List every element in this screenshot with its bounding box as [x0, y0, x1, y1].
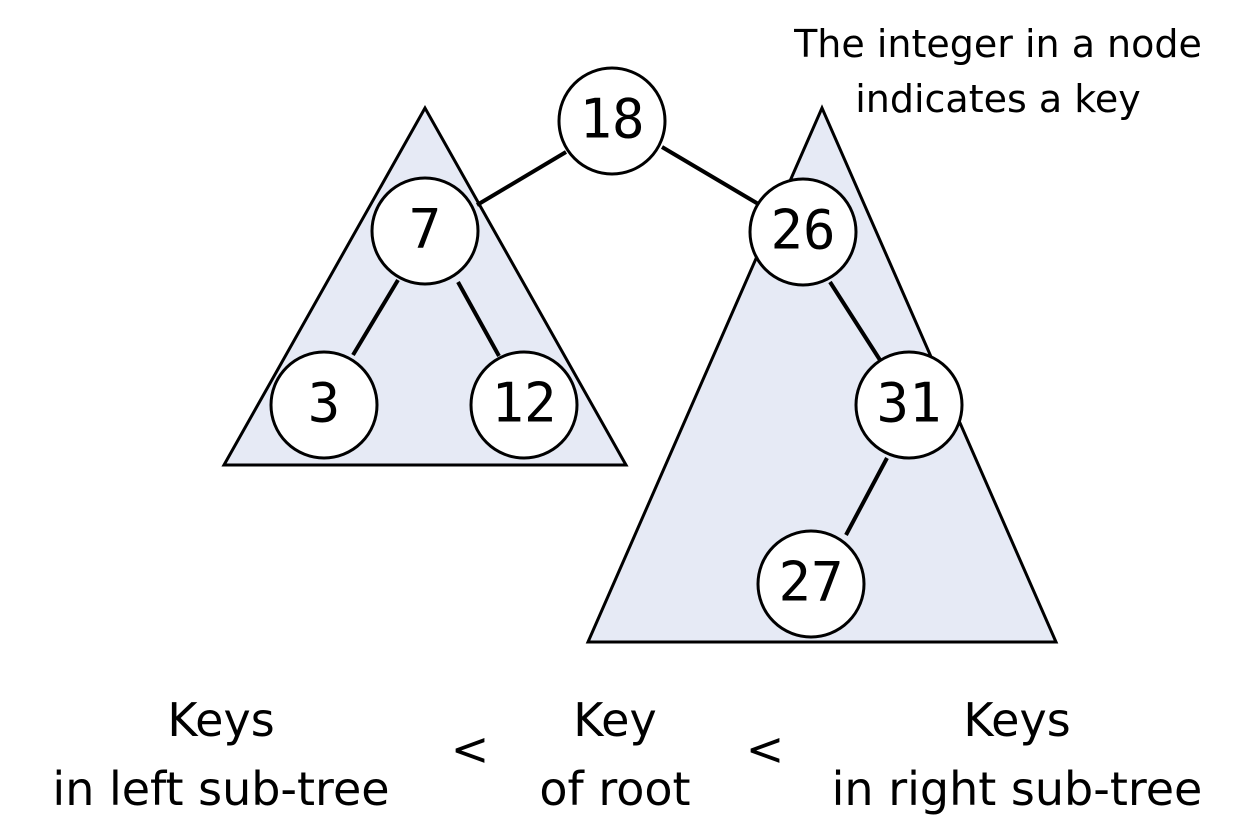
- caption-right-line-1: Keys: [963, 693, 1070, 747]
- edge-26-31: [828, 280, 882, 362]
- edge-18-7: [475, 150, 568, 207]
- node-12-circle: [469, 350, 579, 460]
- caption-right-line-2: in right sub-tree: [832, 762, 1203, 816]
- node-18: 18: [557, 66, 667, 176]
- node-31: 31: [854, 350, 964, 460]
- note-line-2: indicates a key: [855, 77, 1141, 121]
- edge-31-27: [844, 457, 889, 536]
- caption-left-line-1: Keys: [167, 693, 274, 747]
- caption-mid-line-2: of root: [539, 762, 690, 816]
- node-31-circle: [854, 350, 964, 460]
- node-12: 12: [469, 350, 579, 460]
- node-31-key: 31: [876, 372, 941, 435]
- node-7-key: 7: [409, 198, 442, 261]
- edge-7-3: [351, 278, 400, 357]
- edge-18-26: [660, 145, 762, 207]
- node-7: 7: [370, 176, 480, 286]
- caption-mid-line-1: Key: [573, 693, 656, 747]
- note-line-1: The integer in a node: [793, 22, 1202, 66]
- node-3: 3: [269, 350, 379, 460]
- less-than-1: <: [451, 722, 490, 776]
- less-than-2: <: [746, 722, 785, 776]
- edge-7-12: [456, 281, 501, 357]
- caption-left-line-2: in left sub-tree: [52, 762, 389, 816]
- node-26-circle: [748, 177, 858, 287]
- node-12-key: 12: [491, 372, 556, 435]
- node-3-circle: [269, 350, 379, 460]
- node-18-circle: [557, 66, 667, 176]
- node-26-key: 26: [770, 199, 835, 262]
- node-18-key: 18: [579, 88, 644, 151]
- node-27-circle: [756, 529, 866, 639]
- node-27-key: 27: [778, 551, 843, 614]
- node-26: 26: [748, 177, 858, 287]
- node-3-key: 3: [308, 372, 341, 435]
- node-27: 27: [756, 529, 866, 639]
- node-7-circle: [370, 176, 480, 286]
